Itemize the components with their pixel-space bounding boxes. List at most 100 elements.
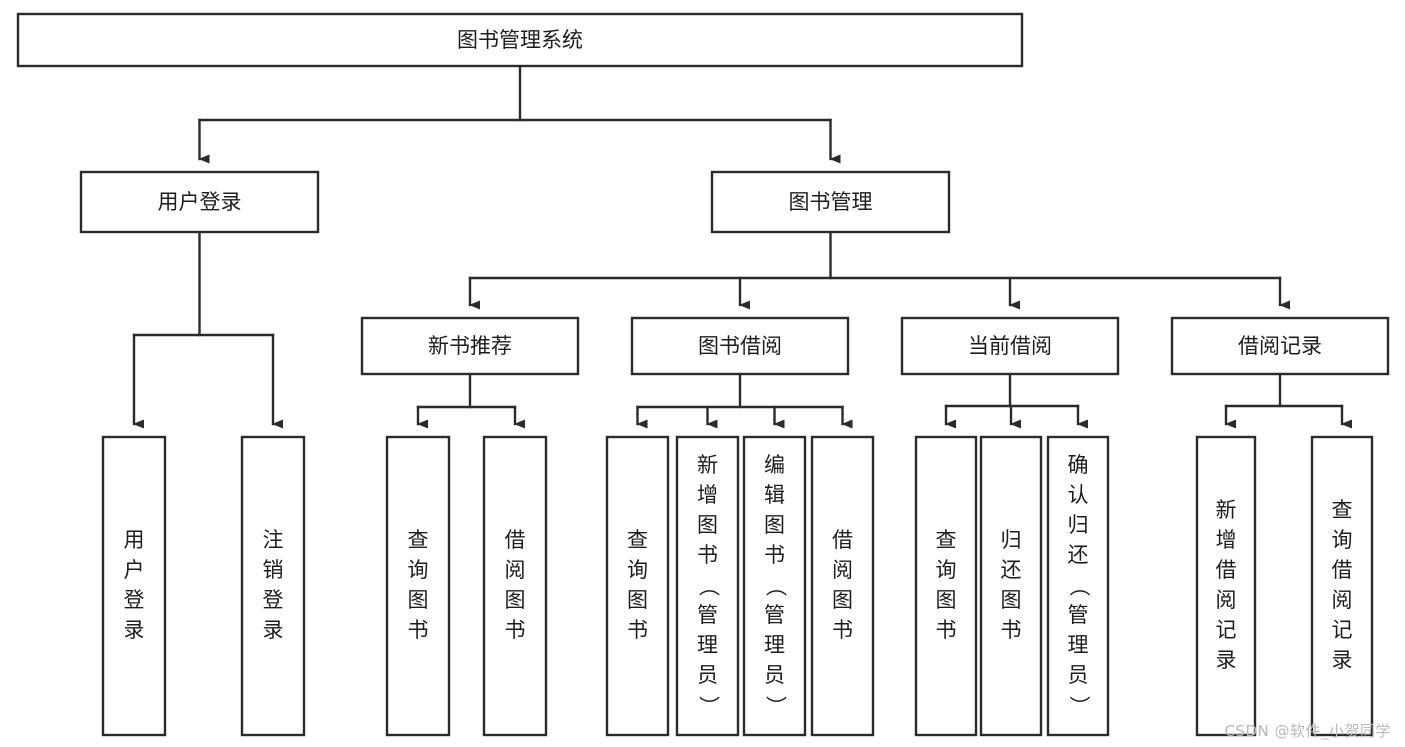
node-label-char: 书 (832, 618, 853, 642)
node-label-char: 询 (936, 558, 957, 582)
node-box (385, 435, 451, 737)
node-label-char: 登 (124, 588, 145, 612)
node-label-char: ） (764, 696, 788, 717)
node-label-char: 新 (697, 453, 718, 477)
node-label-char: 询 (1332, 528, 1353, 552)
node-n-new-book-rec[interactable]: 新书推荐 (360, 316, 580, 376)
node-label-char: 认 (1068, 483, 1089, 507)
node-label: 借阅记录 (1238, 334, 1322, 358)
node-label: 用户登录 (158, 190, 242, 214)
node-label-char: 录 (124, 618, 145, 642)
node-label-char: 注 (263, 528, 284, 552)
node-label-char: 查 (408, 528, 429, 552)
node-label-char: 借 (832, 528, 853, 552)
node-box (1195, 435, 1257, 737)
node-label-char: 借 (505, 528, 526, 552)
node-n-borrow-record[interactable]: 借阅记录 (1170, 316, 1390, 376)
node-label-char: 员 (1068, 663, 1089, 687)
node-label-char: 确 (1068, 453, 1089, 477)
node-label-char: 员 (697, 663, 718, 687)
node-label-char: （ (1067, 576, 1091, 597)
node-label-char: 归 (1068, 513, 1089, 537)
node-label-char: 图 (832, 588, 853, 612)
node-label-char: 图 (936, 588, 957, 612)
node-label: 图书管理 (789, 190, 873, 214)
node-n-user-login[interactable]: 用户登录 (79, 170, 320, 234)
watermark-label: CSDN @软件_小贺同学 (1224, 722, 1391, 740)
node-box (810, 435, 875, 737)
node-label-char: 员 (764, 663, 785, 687)
node-label-char: 管 (1068, 603, 1089, 627)
node-layer: 图书管理系统用户登录图书管理新书推荐图书借阅当前借阅借阅记录用户登录注销登录查询… (16, 12, 1390, 737)
node-label-char: 图 (408, 588, 429, 612)
node-box (710, 170, 951, 234)
node-label-char: ） (1067, 696, 1091, 717)
node-label: 图书借阅 (698, 334, 782, 358)
node-label-char: 管 (764, 603, 785, 627)
node-label-char: ） (697, 696, 721, 717)
node-label-char: 增 (697, 483, 718, 507)
node-label-char: 管 (697, 603, 718, 627)
node-label-char: 阅 (832, 558, 853, 582)
node-label-char: 还 (1001, 558, 1022, 582)
node-label-char: （ (697, 576, 721, 597)
node-label-char: 归 (1001, 528, 1022, 552)
node-label-char: 查 (936, 528, 957, 552)
node-label-char: 借 (1332, 558, 1353, 582)
node-label-char: 书 (1001, 618, 1022, 642)
node-box (1310, 435, 1374, 737)
node-label-char: 询 (408, 558, 429, 582)
node-box (900, 316, 1120, 376)
node-label-char: 记 (1216, 618, 1237, 642)
node-leaf-user-login[interactable]: 用户登录 (101, 435, 167, 737)
node-label-char: 理 (1068, 633, 1089, 657)
node-label-char: 图 (697, 513, 718, 537)
node-box (79, 170, 320, 234)
node-n-current-borrow[interactable]: 当前借阅 (900, 316, 1120, 376)
node-box (240, 435, 306, 737)
node-label-char: 用 (124, 528, 145, 552)
node-n-book-borrow[interactable]: 图书借阅 (630, 316, 850, 376)
node-label-char: 录 (263, 618, 284, 642)
node-label-char: 图 (505, 588, 526, 612)
node-label-char: 还 (1068, 543, 1089, 567)
node-box (630, 316, 850, 376)
node-label: 当前借阅 (968, 334, 1052, 358)
node-box (1170, 316, 1390, 376)
node-box (16, 12, 1024, 68)
node-label-char: 书 (505, 618, 526, 642)
node-label-char: 户 (124, 558, 145, 582)
node-box (605, 435, 670, 737)
node-label-char: 新 (1216, 498, 1237, 522)
node-label-char: 阅 (1332, 588, 1353, 612)
node-box (1046, 435, 1110, 737)
node-label-char: 阅 (505, 558, 526, 582)
node-label-char: 书 (936, 618, 957, 642)
node-label-char: 录 (1216, 648, 1237, 672)
node-label-char: 书 (627, 618, 648, 642)
node-label-char: 编 (764, 453, 785, 477)
node-root[interactable]: 图书管理系统 (16, 12, 1024, 68)
node-label-char: 询 (627, 558, 648, 582)
node-label-char: 书 (408, 618, 429, 642)
node-label: 图书管理系统 (457, 28, 583, 52)
node-n-book-mgmt[interactable]: 图书管理 (710, 170, 951, 234)
node-label-char: 录 (1332, 648, 1353, 672)
connector-layer (132, 64, 1352, 429)
node-label-char: 辑 (764, 483, 785, 507)
node-box (101, 435, 167, 737)
node-box (675, 435, 740, 737)
